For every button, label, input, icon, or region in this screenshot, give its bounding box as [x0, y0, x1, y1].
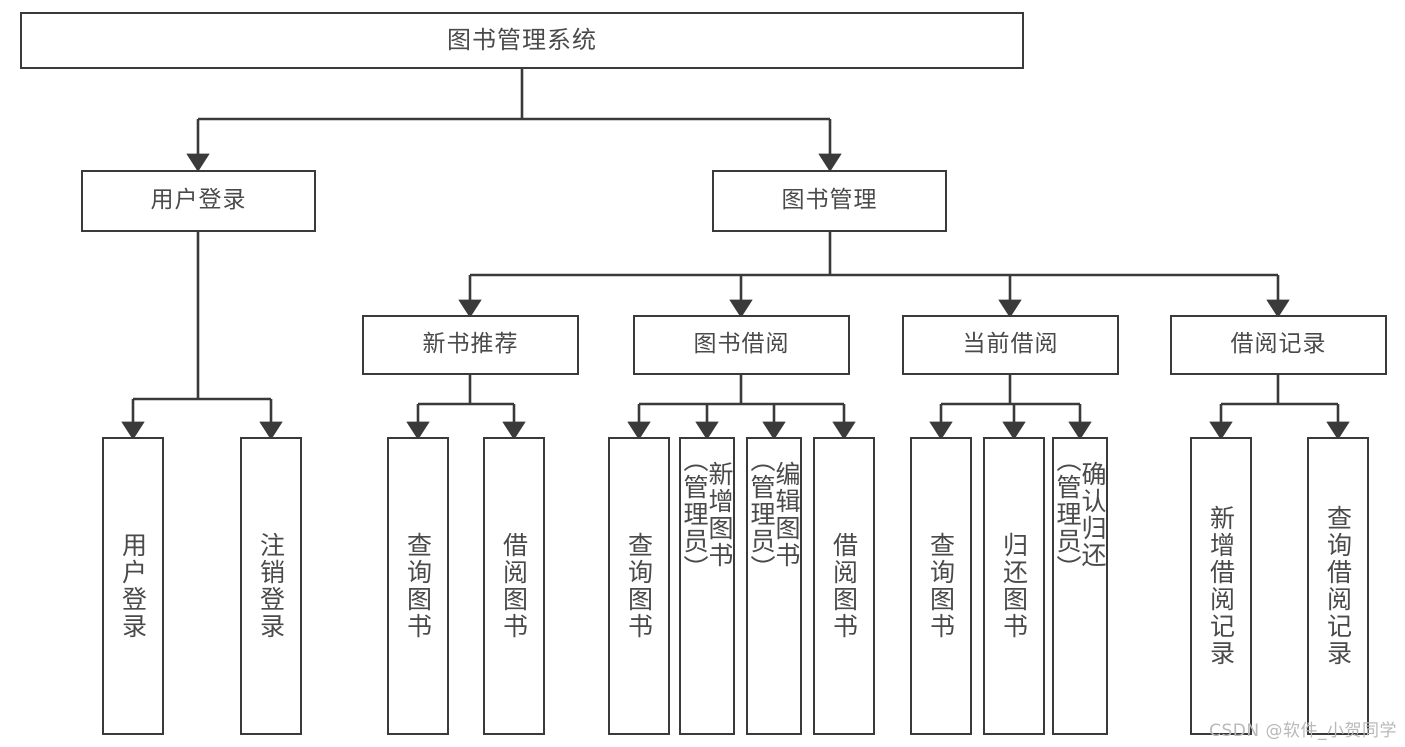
node-leaf-confirm-return-label: 确认归还 （管理员）	[1053, 447, 1107, 582]
node-user-login[interactable]: 用户登录	[81, 170, 316, 232]
node-leaf-return-book-label: 归还图书	[999, 532, 1029, 640]
node-leaf-confirm-return[interactable]: 确认归还 （管理员）	[1052, 437, 1108, 735]
node-new-book-rec[interactable]: 新书推荐	[362, 315, 579, 375]
node-leaf-add-book-label: 新增图书 （管理员）	[680, 447, 734, 582]
node-leaf-logout[interactable]: 注销登录	[240, 437, 302, 735]
node-leaf-borrow-book-2-label: 借阅图书	[829, 532, 859, 640]
node-leaf-user-login[interactable]: 用户登录	[102, 437, 164, 735]
watermark: CSDN @软件_小贺同学	[1209, 721, 1397, 741]
node-leaf-edit-book-label: 编辑图书 （管理员）	[747, 447, 801, 582]
node-book-borrow-label: 图书借阅	[693, 331, 790, 358]
node-leaf-add-record-label: 新增借阅记录	[1206, 505, 1236, 667]
node-current-borrow-label: 当前借阅	[962, 331, 1059, 358]
node-leaf-query-book-3[interactable]: 查询图书	[910, 437, 972, 735]
node-leaf-query-record-label: 查询借阅记录	[1323, 505, 1353, 667]
node-root-label: 图书管理系统	[447, 26, 597, 55]
node-leaf-query-book-1-label: 查询图书	[403, 532, 433, 640]
node-current-borrow[interactable]: 当前借阅	[902, 315, 1119, 375]
node-leaf-query-book-2[interactable]: 查询图书	[608, 437, 670, 735]
node-borrow-record[interactable]: 借阅记录	[1170, 315, 1387, 375]
node-leaf-query-record[interactable]: 查询借阅记录	[1307, 437, 1369, 735]
node-book-borrow[interactable]: 图书借阅	[633, 315, 850, 375]
node-leaf-logout-label: 注销登录	[256, 532, 286, 640]
node-leaf-query-book-1[interactable]: 查询图书	[387, 437, 449, 735]
node-leaf-borrow-book-1[interactable]: 借阅图书	[483, 437, 545, 735]
node-leaf-add-book[interactable]: 新增图书 （管理员）	[679, 437, 735, 735]
node-leaf-borrow-book-2[interactable]: 借阅图书	[813, 437, 875, 735]
node-leaf-user-login-label: 用户登录	[118, 532, 148, 640]
node-leaf-edit-book[interactable]: 编辑图书 （管理员）	[746, 437, 802, 735]
node-user-login-label: 用户登录	[150, 187, 247, 214]
node-leaf-query-book-3-label: 查询图书	[926, 532, 956, 640]
node-new-book-rec-label: 新书推荐	[422, 331, 519, 358]
node-book-manage-label: 图书管理	[781, 187, 878, 214]
node-leaf-query-book-2-label: 查询图书	[624, 532, 654, 640]
node-book-manage[interactable]: 图书管理	[712, 170, 947, 232]
node-root[interactable]: 图书管理系统	[20, 12, 1024, 69]
node-borrow-record-label: 借阅记录	[1230, 331, 1327, 358]
node-leaf-return-book[interactable]: 归还图书	[983, 437, 1045, 735]
node-leaf-add-record[interactable]: 新增借阅记录	[1190, 437, 1252, 735]
node-leaf-borrow-book-1-label: 借阅图书	[499, 532, 529, 640]
